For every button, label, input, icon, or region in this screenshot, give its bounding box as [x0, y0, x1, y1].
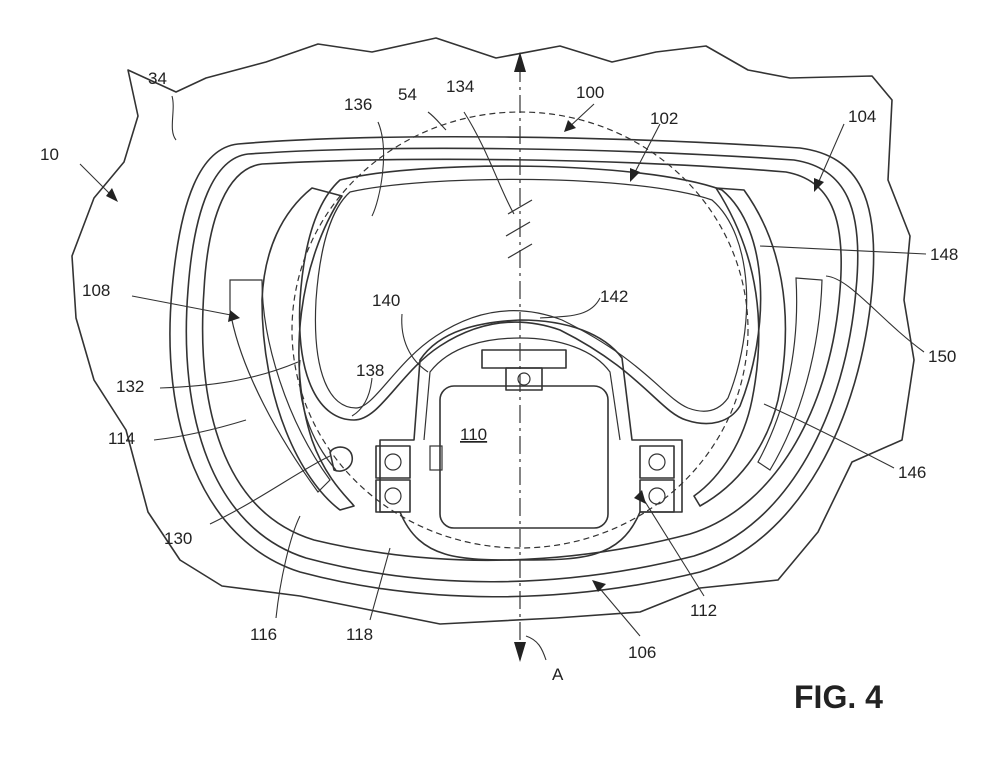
ref-label-148: 148 — [930, 245, 958, 264]
ref-label-34: 34 — [148, 69, 167, 88]
top-fastener-block — [505, 367, 543, 391]
ref-label-108: 108 — [82, 281, 110, 300]
ref-label-138: 138 — [356, 361, 384, 380]
ref-label-130: 130 — [164, 529, 192, 548]
left-mount-hole-lower — [384, 487, 402, 505]
ref-label-54: 54 — [398, 85, 417, 104]
leader-arrowheads — [106, 120, 824, 592]
hub-housing-inner — [423, 337, 621, 441]
ref-label-140: 140 — [372, 291, 400, 310]
shroud-inner-band — [185, 147, 859, 583]
right-mount-block-lower — [639, 479, 675, 513]
left-mount-block-lower — [375, 479, 411, 513]
right-mount-hole-lower — [648, 487, 666, 505]
outer-panel-outline — [71, 37, 915, 625]
left-grip-outer — [261, 187, 355, 511]
module-clip — [429, 445, 443, 471]
top-fastener-hole — [517, 372, 531, 386]
axis-label-A: A — [552, 665, 564, 684]
ref-label-10: 10 — [40, 145, 59, 164]
hub-housing — [379, 319, 683, 561]
right-mount-hole-upper — [648, 453, 666, 471]
ref-label-114: 114 — [108, 429, 135, 448]
ref-label-112: 112 — [690, 601, 717, 620]
left-mount-block-upper — [375, 445, 411, 479]
leader-lines — [79, 95, 927, 661]
right-mount-block-upper — [639, 445, 675, 479]
sensor-130 — [329, 446, 354, 472]
ref-label-142: 142 — [600, 287, 628, 306]
inner-rim-ring — [298, 165, 762, 425]
axis-arrow-top — [514, 52, 526, 72]
ref-label-104: 104 — [848, 107, 876, 126]
left-spoke-plate — [229, 279, 331, 493]
right-spoke-plate — [757, 277, 823, 471]
ref-label-116: 116 — [250, 625, 277, 644]
ref-label-136: 136 — [344, 95, 372, 114]
ref-label-132: 132 — [116, 377, 144, 396]
ref-label-110: 110 — [460, 425, 487, 444]
ref-label-102: 102 — [650, 109, 678, 128]
ref-label-106: 106 — [628, 643, 656, 662]
shroud-outer-band — [169, 135, 875, 598]
ref-label-118: 118 — [346, 625, 373, 644]
ref-label-134: 134 — [446, 77, 474, 96]
right-grip-outer — [693, 187, 787, 507]
top-connector — [481, 349, 567, 369]
figure-caption: FIG. 4 — [794, 679, 883, 715]
ref-label-146: 146 — [898, 463, 926, 482]
rim-outer-ring — [201, 158, 842, 562]
inner-rim-ring-inner — [314, 178, 748, 412]
ref-label-100: 100 — [576, 83, 604, 102]
axis-arrow-bottom — [514, 642, 526, 662]
left-mount-hole-upper — [384, 453, 402, 471]
airbag-module — [439, 385, 609, 529]
axis-break-marks — [505, 199, 533, 259]
left-grip-inner-line — [298, 359, 337, 471]
ref-label-150: 150 — [928, 347, 956, 366]
